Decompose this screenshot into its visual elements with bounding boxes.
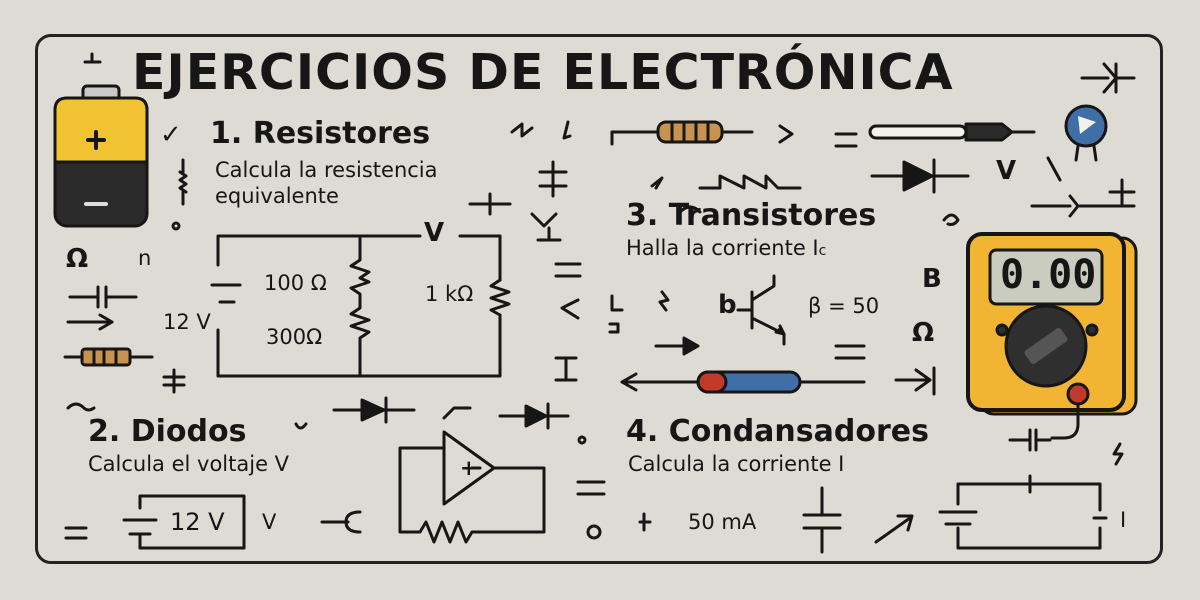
opamp-plus-sign: +	[460, 456, 478, 480]
letter-v-doodle: V	[996, 156, 1017, 186]
circuit1-node-label: V	[424, 218, 445, 248]
circuit2-source-label: 12 V	[170, 508, 225, 536]
multimeter-icon	[966, 232, 1138, 466]
section-4-task: Calcula la corriente I	[628, 452, 845, 476]
section-4-heading: 4. Condansadores	[626, 414, 929, 449]
opamp-circuit	[398, 430, 546, 544]
circuit1-source-label: 12 V	[163, 310, 211, 334]
section-2-task: Calcula el voltaje V	[88, 452, 290, 476]
capacitor-node-label: I	[1120, 508, 1127, 532]
doodle-arrows	[620, 336, 936, 396]
section-1-task: Calcula la resistencia	[215, 158, 438, 182]
omega-doodle-2: Ω	[912, 318, 935, 348]
page-title: EJERCICIOS DE ELECTRÓNICA	[132, 44, 954, 101]
battery-plus: +	[88, 124, 89, 125]
circuit1-r1-label: 100 Ω	[264, 271, 327, 295]
letter-B-doodle: B	[922, 264, 942, 294]
multimeter-display: 0.00	[1000, 252, 1097, 298]
section-3-task: Halla la corriente Ic	[626, 236, 827, 260]
circuit2-node-label: V	[262, 510, 277, 534]
diode-circuit-source	[64, 494, 362, 550]
circuit1-r3-label: 1 kΩ	[425, 282, 474, 306]
transistor-beta-label: β = 50	[808, 294, 880, 318]
doodle-symbols-mid	[468, 120, 858, 382]
section-2-heading: 2. Diodos	[88, 414, 247, 449]
capacitor-current-label: 50 mA	[688, 510, 757, 534]
letter-b-doodle: b	[718, 290, 737, 320]
section-1-task-line2: equivalente	[215, 184, 339, 208]
capacitor-circuit	[638, 474, 1108, 554]
circuit1-r2-label: 300Ω	[266, 325, 323, 349]
border-frame	[35, 34, 1163, 564]
doodle-symbols-right	[868, 62, 1136, 226]
letter-n-doodle: n	[138, 246, 152, 270]
section-3-heading: 3. Transistores	[626, 198, 877, 233]
check-doodle: ✓	[160, 120, 182, 150]
battery-icon	[53, 84, 149, 228]
transistor-symbol	[736, 274, 786, 346]
battery-minus: −	[88, 196, 89, 197]
resistor-circuit	[210, 234, 511, 378]
section-1-heading: 1. Resistores	[210, 116, 431, 151]
diode-doodles	[294, 396, 606, 540]
omega-doodle: Ω	[66, 244, 89, 274]
doodle-symbols-left	[63, 52, 188, 412]
